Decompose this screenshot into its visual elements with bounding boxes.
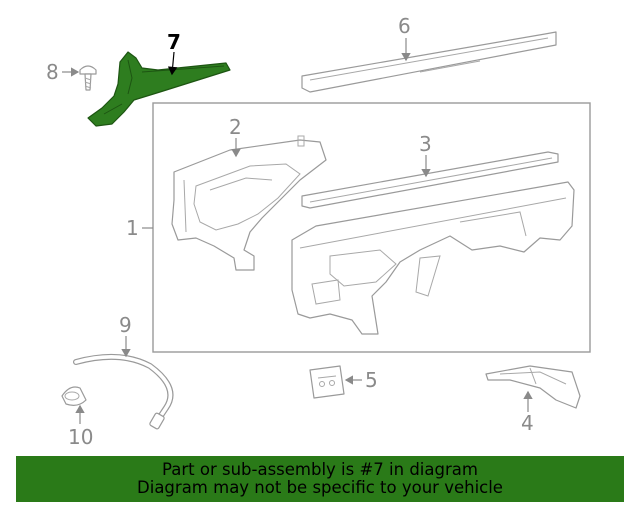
part-2-panel: [171, 135, 327, 271]
callout-5: 5: [365, 368, 378, 392]
part-4-reinforcement: [485, 365, 581, 409]
callout-8: 8: [46, 60, 59, 84]
banner-line-part: Part or sub-assembly is #7 in diagram: [162, 460, 478, 479]
callout-4: 4: [521, 411, 534, 435]
part-1-side-panel: [291, 181, 575, 335]
part-6-rail: [301, 31, 557, 93]
callout-1: 1: [126, 216, 139, 240]
notice-banner: Part or sub-assembly is #7 in diagram Di…: [16, 456, 624, 502]
callout-10: 10: [68, 425, 93, 449]
part-5-bracket: [309, 365, 345, 399]
parts-diagram: 6 7 8 2 3 1 9 5 4 10: [46, 14, 591, 449]
callout-2: 2: [229, 115, 242, 139]
callout-6: 6: [398, 14, 411, 38]
leader-7: [167, 51, 178, 76]
part-10-cap: [61, 386, 87, 406]
callout-7: 7: [167, 30, 181, 54]
callout-9: 9: [119, 313, 132, 337]
part-8-bolt: [79, 65, 97, 91]
part-9-cable: [73, 353, 174, 430]
part-7-bracket-highlighted: [87, 51, 231, 127]
banner-line-disclaimer: Diagram may not be specific to your vehi…: [137, 478, 503, 497]
callout-3: 3: [419, 132, 432, 156]
part-3-rail: [301, 151, 559, 209]
